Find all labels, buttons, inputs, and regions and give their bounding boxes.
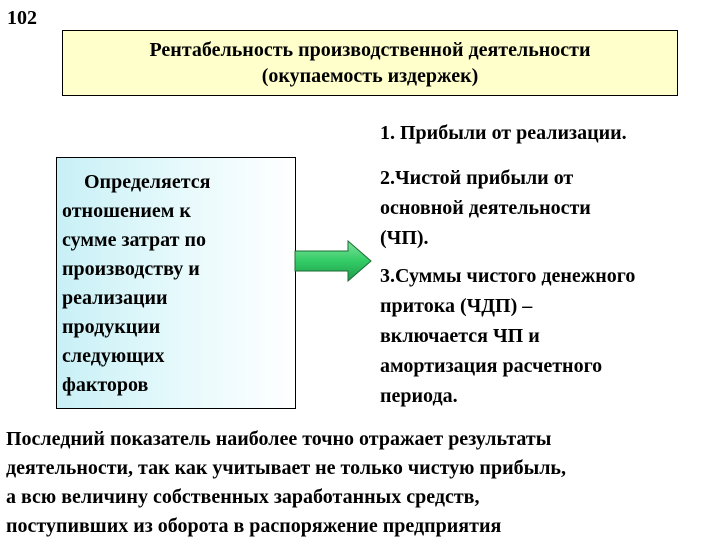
definition-line: продукции: [62, 316, 161, 338]
factor-line: притока (ЧДП) –: [380, 295, 533, 317]
factor-line: 2.Чистой прибыли от: [380, 167, 574, 189]
factor-line: амортизация расчетного: [380, 355, 603, 377]
factor-line: включается ЧП и: [380, 325, 540, 347]
conclusion-text: Последний показатель наиболее точно отра…: [6, 425, 566, 541]
definition-line: Определяется: [84, 171, 211, 193]
slide-number: 102: [7, 7, 37, 29]
factor-item-2: 2.Чистой прибыли от основной деятельност…: [380, 163, 591, 253]
definition-line: сумме затрат по: [62, 229, 207, 251]
right-arrow-icon: [294, 240, 372, 282]
title-line-1: Рентабельность производственной деятельн…: [149, 39, 591, 61]
factor-item-3: 3.Суммы чистого денежного притока (ЧДП) …: [380, 261, 635, 411]
definition-line: производству и: [62, 258, 200, 280]
factor-line: 1. Прибыли от реализации.: [380, 122, 627, 144]
definition-box: Определяется отношением к сумме затрат п…: [56, 157, 296, 409]
conclusion-line: а всю величину собственных заработанных …: [6, 486, 480, 508]
factor-line: (ЧП).: [380, 227, 429, 249]
conclusion-line: деятельности, так как учитывает не тольк…: [6, 457, 566, 479]
factor-line: 3.Суммы чистого денежного: [380, 265, 636, 287]
definition-line: следующих: [62, 345, 165, 367]
title-line-2: (окупаемость издержек): [261, 65, 479, 87]
title-box: Рентабельность производственной деятельн…: [62, 30, 678, 96]
factor-line: периода.: [380, 385, 458, 407]
definition-line: реализации: [62, 287, 168, 309]
factor-item-1: 1. Прибыли от реализации.: [380, 118, 627, 148]
conclusion-line: поступивших из оборота в распоряжение пр…: [6, 515, 502, 537]
definition-line: отношением к: [62, 200, 191, 222]
definition-line: факторов: [62, 374, 149, 396]
conclusion-line: Последний показатель наиболее точно отра…: [6, 428, 552, 450]
factor-line: основной деятельности: [380, 197, 591, 219]
